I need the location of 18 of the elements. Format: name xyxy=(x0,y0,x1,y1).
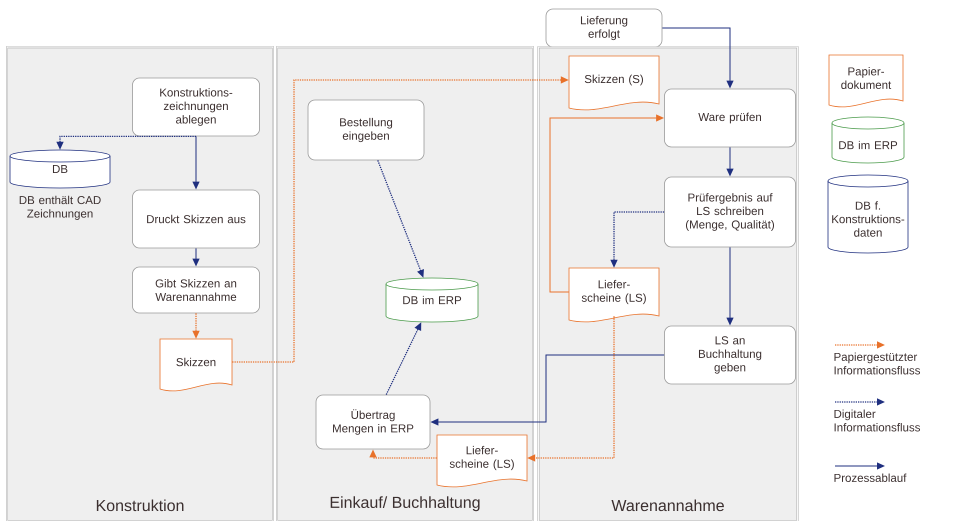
process-box: Gibt Skizzen an Warenannahme xyxy=(132,266,260,314)
process-box: Ware prüfen xyxy=(664,88,796,148)
legend-cylinder: DB f. Konstruktions- daten xyxy=(828,174,908,254)
caption-text: DB enthält CAD Zeichnungen xyxy=(20,196,101,220)
process-box: Prüfergebnis auf LS schreiben (Menge, Qualität) xyxy=(664,176,796,248)
legend-text: Papiergestützter Informationsfluss xyxy=(834,352,920,374)
process-box: Druckt Skizzen aus xyxy=(132,190,260,248)
database-cylinder: DB im ERP xyxy=(386,278,478,322)
database-cylinder: DB xyxy=(10,150,110,188)
legend-cylinder: DB im ERP xyxy=(832,116,904,164)
process-box: Lieferung erfolgt xyxy=(546,8,662,48)
process-box: Bestellung eingeben xyxy=(308,100,424,160)
legend-document: Papier- dokument xyxy=(828,54,904,108)
legend-text: Digitaler Informationsfluss xyxy=(834,410,920,432)
process-box: Übertrag Mengen in ERP xyxy=(316,394,430,450)
legend-text: Prozessablauf xyxy=(834,474,906,482)
process-box: Konstruktions- zeichnungen ablegen xyxy=(132,78,260,136)
process-box: LS an Buchhaltung geben xyxy=(664,326,796,384)
